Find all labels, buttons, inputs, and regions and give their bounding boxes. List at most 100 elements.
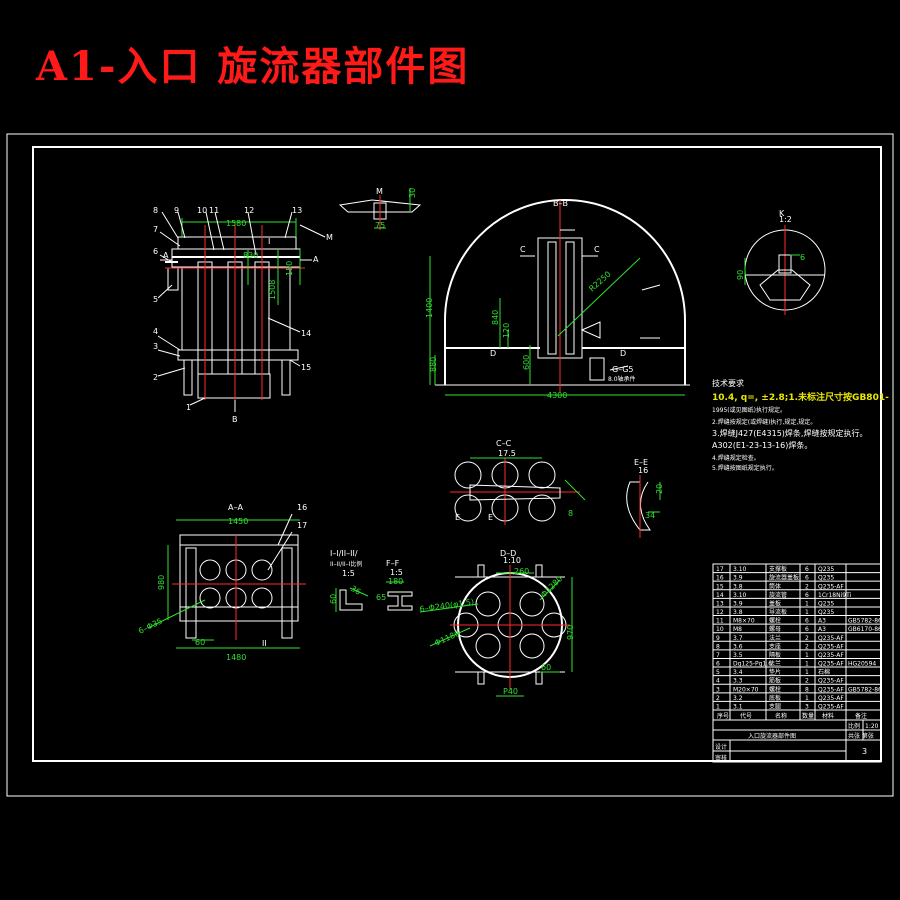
- table-cell-qty: 1: [805, 652, 809, 659]
- table-cell-note: GB6170-86: [848, 626, 882, 633]
- table-cell-qty: 1: [805, 661, 809, 668]
- balloon-8: 8: [153, 206, 158, 215]
- table-cell-name: 旋流器盖板: [769, 574, 799, 582]
- section-bb-label-c-right: C: [594, 245, 600, 254]
- section-dd-dim-260: 260: [514, 567, 529, 576]
- table-cell-mat: 1Cr18Ni9Ti: [818, 592, 852, 599]
- table-cell-no: 5: [716, 669, 720, 676]
- section-bb-dim-radius: R2250: [587, 269, 612, 293]
- section-bb-label-c-left: C: [520, 245, 526, 254]
- section-aa-label-ii: II: [262, 639, 267, 648]
- table-cell-name: 旋流管: [769, 591, 787, 599]
- section-aa-dim-1480: 1480: [226, 653, 246, 662]
- table-cell-code: Dg125-Pg1.6: [733, 661, 772, 668]
- table-cell-name: 螺栓: [769, 685, 781, 693]
- section-bb-note-g2: 8.0轴承件: [608, 375, 636, 383]
- outer-frame: [6, 133, 894, 797]
- table-cell-qty: 6: [805, 618, 809, 625]
- detail-k-scale: 1:2: [779, 215, 792, 224]
- table-cell-note: GB5782-86: [848, 686, 882, 693]
- section-ee-scale: 16: [638, 466, 648, 475]
- table-cell-code: 3.4: [733, 669, 743, 676]
- section-ee-label: E–E: [634, 458, 648, 467]
- table-cell-name: 筒体: [769, 582, 781, 590]
- table-cell-no: 1: [716, 704, 720, 711]
- table-cell-no: 3: [716, 686, 720, 693]
- tech-notes-line-2: 1995(或见图纸)执行规定。: [712, 406, 786, 414]
- table-cell-name: 盖板: [769, 599, 781, 607]
- section-aa-label: A–A: [228, 503, 243, 512]
- table-cell-mat: Q235-AF: [818, 678, 844, 685]
- table-cell-no: 15: [716, 583, 724, 590]
- title-block-scale-label: 比例: [848, 722, 860, 730]
- title-block-design: 设计: [715, 743, 727, 751]
- balloon-12: 12: [244, 206, 254, 215]
- detail-k-dim-90: 90: [736, 270, 745, 280]
- section-cc-dim-8: 8: [568, 509, 573, 518]
- table-cell-mat: Q235: [818, 566, 834, 573]
- table-cell-mat: Q235-AF: [818, 652, 844, 659]
- front-label-m: M: [326, 233, 333, 242]
- table-cell-no: 6: [716, 661, 720, 668]
- section-dd-dim-phi1: 6–Φ240(φ1.5): [419, 597, 475, 614]
- table-header-name: 名称: [775, 712, 787, 720]
- table-cell-mat: Q235-AF: [818, 704, 844, 711]
- table-cell-no: 2: [716, 695, 720, 702]
- table-cell-code: 3.5: [733, 652, 743, 659]
- section-cc-view: [450, 457, 586, 525]
- table-cell-mat: Q235-AF: [818, 583, 844, 590]
- front-dim-830: 830: [243, 251, 258, 260]
- table-cell-name: 垫片: [769, 668, 781, 676]
- table-cell-code: M8×70: [733, 618, 755, 625]
- section-bb-view: [429, 199, 690, 396]
- table-cell-qty: 6: [805, 575, 809, 582]
- table-cell-qty: 6: [805, 592, 809, 599]
- section-aa-view: [147, 513, 306, 649]
- table-cell-qty: 1: [805, 600, 809, 607]
- table-cell-mat: Q235: [818, 575, 834, 582]
- balloon-1: 1: [186, 403, 191, 412]
- table-cell-qty: 3: [805, 704, 809, 711]
- balloon-11: 11: [209, 206, 219, 215]
- small-i-sub: II–II/II–I比例: [330, 560, 362, 568]
- table-cell-qty: 2: [805, 678, 809, 685]
- table-cell-code: 3.1: [733, 704, 743, 711]
- table-cell-no: 13: [716, 600, 724, 607]
- detail-k-label: K: [779, 209, 785, 218]
- tech-notes-line-1: 10.4, q=, ±2.8;1.未标注尺寸按GB801-: [712, 391, 889, 403]
- table-header-no: 序号: [717, 712, 729, 720]
- table-cell-note: HG20594: [848, 661, 876, 668]
- section-ee-view: [626, 475, 661, 538]
- table-cell-mat: Q235-AF: [818, 686, 844, 693]
- table-cell-code: M20×70: [733, 686, 759, 693]
- table-cell-mat: Q235-AF: [818, 643, 844, 650]
- section-dd-label: D–D: [500, 549, 516, 558]
- table-cell-no: 12: [716, 609, 724, 616]
- table-cell-code: 3.6: [733, 643, 743, 650]
- section-bb-note-g: G–G5: [612, 365, 634, 374]
- table-cell-code: M8: [733, 626, 742, 633]
- table-cell-qty: 2: [805, 583, 809, 590]
- front-dim-1508: 1508: [268, 280, 277, 300]
- table-cell-code: 3.3: [733, 678, 743, 685]
- balloon-16: 16: [297, 503, 307, 512]
- table-cell-code: 3.10: [733, 592, 747, 599]
- balloon-3: 3: [153, 342, 158, 351]
- small-f-scale: 1:5: [390, 568, 403, 577]
- table-cell-code: 3.9: [733, 600, 743, 607]
- balloon-15: 15: [301, 363, 311, 372]
- section-bb-dim-840: 840: [491, 310, 500, 325]
- drawing-title: A1-入口 旋流器部件图: [36, 43, 470, 90]
- section-bb-dim-880: 880: [429, 357, 438, 372]
- title-block-sheet-no: 3: [862, 747, 867, 756]
- table-cell-name: 支座: [769, 642, 781, 650]
- section-dd-dim-phi2: Φ1180: [433, 629, 461, 648]
- table-cell-no: 7: [716, 652, 720, 659]
- section-bb-dim-4300: 4300: [547, 391, 567, 400]
- small-i-label: I–I/II–II/: [330, 549, 358, 558]
- table-cell-qty: 1: [805, 669, 809, 676]
- detail-m-dim-30: 30: [408, 188, 417, 198]
- table-cell-no: 16: [716, 575, 724, 582]
